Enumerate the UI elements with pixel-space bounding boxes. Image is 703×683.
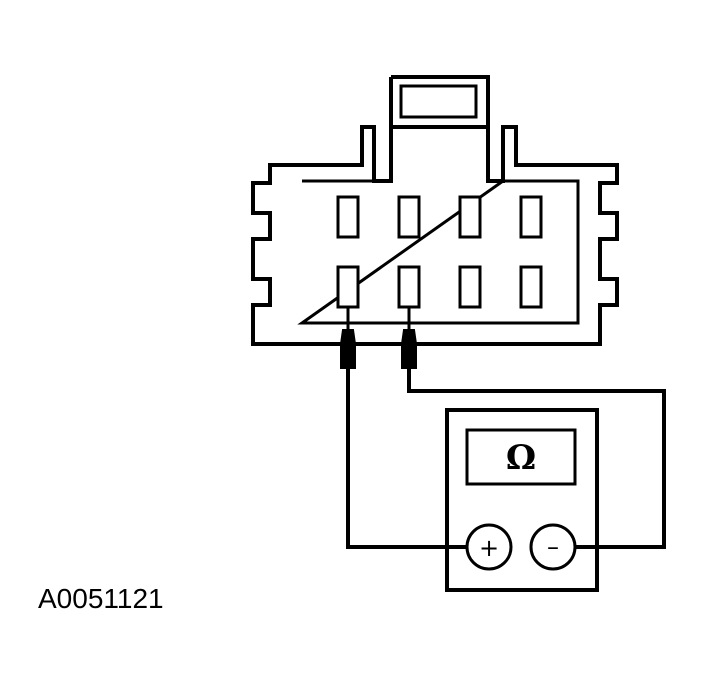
meter-body	[445, 408, 599, 592]
latch-window	[399, 84, 478, 119]
figure-id-label: A0051121	[38, 583, 164, 614]
terminal-cavity	[397, 265, 421, 309]
terminal-cavity	[519, 195, 543, 239]
probe-positive	[340, 307, 356, 369]
meter-display	[465, 428, 577, 486]
positive-jack-label: +	[479, 534, 499, 562]
terminal-cavity	[397, 195, 421, 239]
ohm-symbol: Ω	[506, 438, 536, 478]
connector-face	[297, 179, 580, 325]
connector-latch	[391, 75, 490, 127]
terminal-cavity	[519, 265, 543, 309]
terminal-grid	[336, 195, 543, 309]
terminal-cavity	[458, 195, 482, 239]
positive-jack	[465, 523, 513, 571]
terminal-cavity	[336, 265, 360, 309]
probe-negative	[401, 307, 417, 369]
positive-test-lead	[346, 368, 467, 549]
negative-jack-label: –	[547, 533, 559, 561]
terminal-cavity	[336, 195, 360, 239]
ohmmeter: Ω + –	[445, 408, 599, 592]
negative-test-lead	[407, 368, 666, 549]
terminal-cavity	[458, 265, 482, 309]
housing-outline	[251, 125, 619, 346]
connector-housing	[251, 75, 619, 346]
negative-jack	[529, 523, 577, 571]
